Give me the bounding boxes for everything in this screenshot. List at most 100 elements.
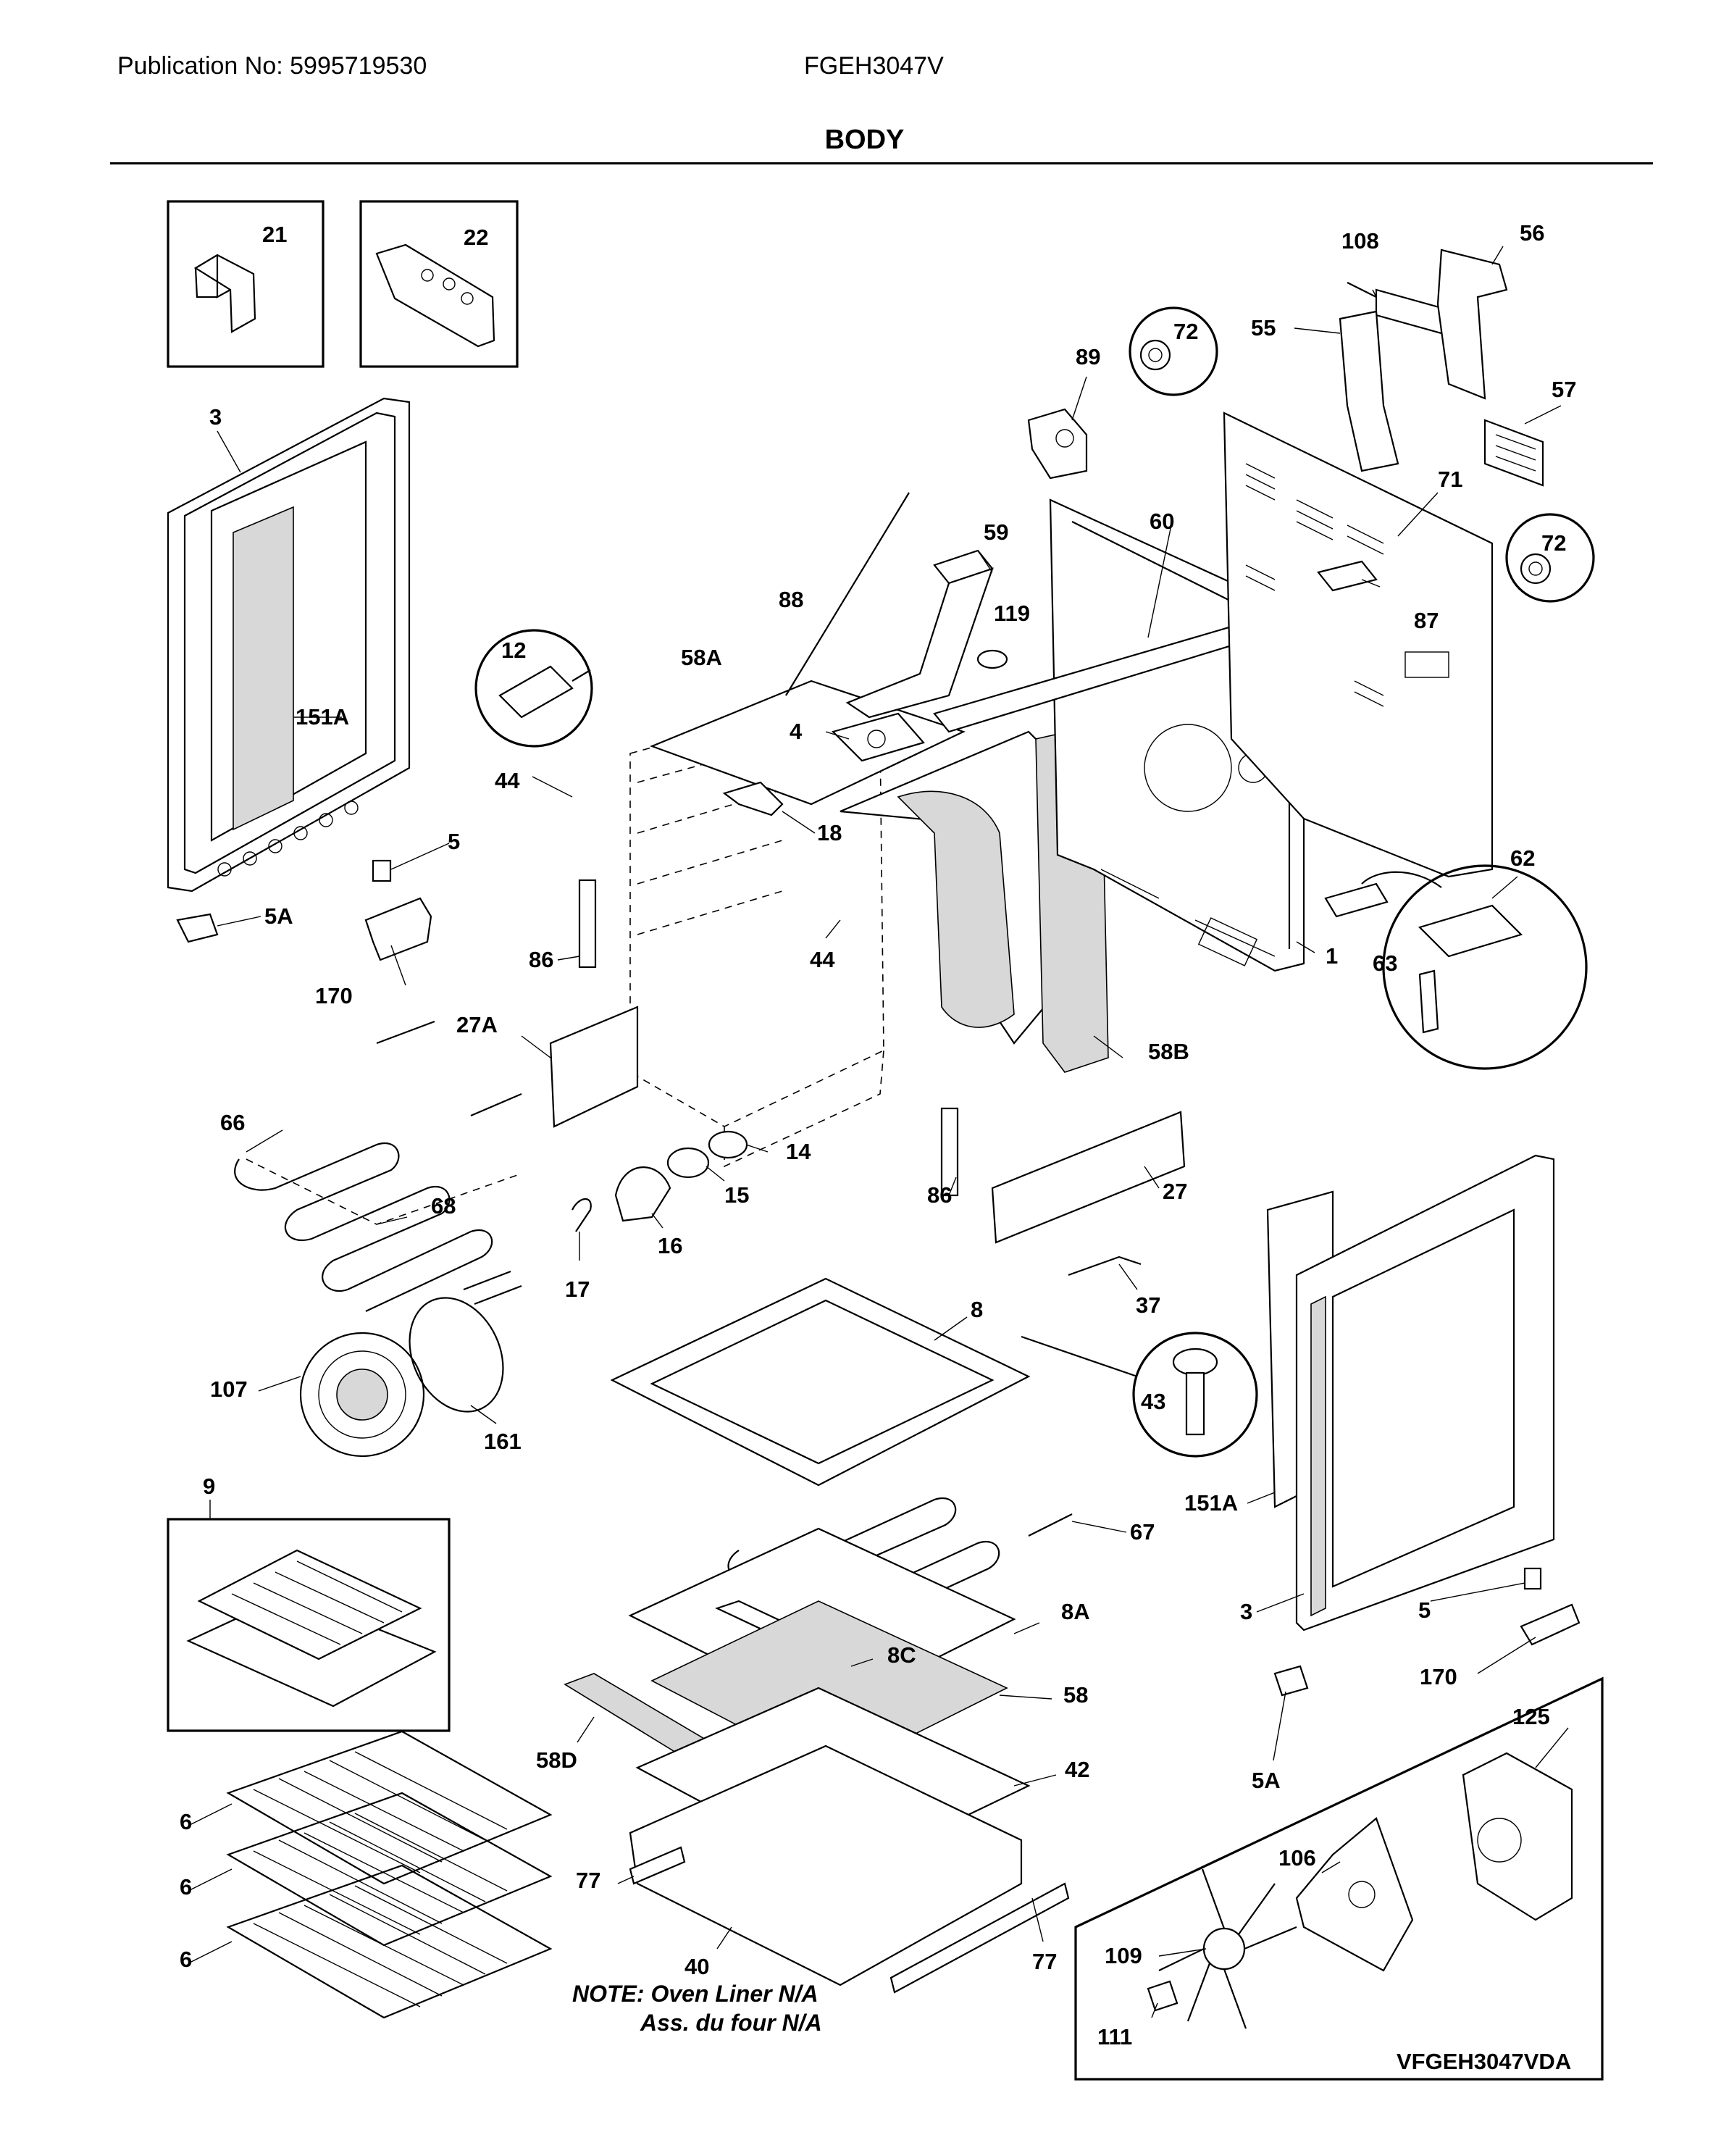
callout-8a: 8A — [1061, 1599, 1090, 1624]
part-89-bracket — [1027, 408, 1088, 480]
callout-15: 15 — [724, 1182, 749, 1208]
part-106-fan-bracket — [1295, 1817, 1414, 1972]
part-170-hinge-bracket-left — [364, 897, 432, 961]
part-21-bracket — [193, 254, 256, 333]
callout-6-middle: 6 — [180, 1874, 192, 1900]
inset-circle-43 — [1132, 1332, 1258, 1458]
inset-box-22 — [359, 200, 519, 368]
model-number: FGEH3047V — [804, 52, 944, 80]
diagram-code: VFGEH3047VDA — [1397, 2049, 1572, 2074]
part-6-oven-rack-1 — [226, 1730, 553, 1885]
callout-170-right: 170 — [1420, 1664, 1457, 1689]
part-87-plate — [1317, 560, 1378, 592]
part-86-bracket-left — [578, 879, 597, 969]
part-27a-rail — [549, 1006, 639, 1128]
part-55-bracket — [1339, 310, 1399, 472]
callout-60: 60 — [1150, 509, 1174, 534]
part-57-cover-plate — [1483, 419, 1544, 487]
part-77-slide-right — [889, 1882, 1070, 1994]
callout-22: 22 — [464, 225, 488, 250]
part-71-back-cover — [1223, 411, 1494, 878]
inset-box-9 — [167, 1518, 451, 1732]
callout-119: 119 — [994, 601, 1030, 626]
leader-lines — [188, 246, 1569, 2018]
callout-87: 87 — [1414, 608, 1439, 633]
part-170-hinge-bracket-right — [1520, 1603, 1581, 1646]
callout-58a: 58A — [681, 645, 722, 670]
callout-8: 8 — [971, 1297, 983, 1322]
callout-88: 88 — [779, 587, 803, 612]
part-5a-hinge-receiver-left — [176, 913, 219, 943]
callout-107: 107 — [210, 1376, 248, 1402]
part-43-screw — [1172, 1348, 1218, 1436]
callout-58d: 58D — [536, 1747, 577, 1773]
callout-4: 4 — [790, 719, 803, 744]
callout-3-right: 3 — [1240, 1599, 1252, 1624]
part-66-broil-element — [234, 1020, 522, 1312]
part-9-broiler-pan — [186, 1549, 437, 1708]
inset-circle-12 — [474, 629, 593, 748]
part-111-fan-nut — [1147, 1980, 1179, 2012]
part-6-oven-rack-3 — [226, 1864, 553, 2019]
part-40-storage-drawer — [629, 1745, 1023, 1986]
callout-62: 62 — [1510, 845, 1535, 871]
part-3-oven-door-left — [167, 397, 411, 893]
callout-1: 1 — [1326, 943, 1338, 969]
part-16-lens — [614, 1166, 671, 1222]
callout-58b: 58B — [1148, 1039, 1189, 1064]
part-5-hinge-left — [372, 859, 392, 882]
callout-6-top: 6 — [180, 1809, 192, 1834]
callout-111: 111 — [1097, 2024, 1132, 2050]
callout-161: 161 — [484, 1429, 522, 1454]
callout-16: 16 — [658, 1233, 682, 1258]
callout-170-left: 170 — [315, 983, 353, 1008]
callout-14: 14 — [786, 1139, 811, 1164]
callout-6-bottom: 6 — [180, 1947, 192, 1972]
callout-89: 89 — [1076, 344, 1100, 369]
callout-3-left: 3 — [209, 404, 222, 430]
callout-9: 9 — [203, 1474, 215, 1499]
part-56-bracket — [1436, 248, 1508, 400]
inset-box-21 — [167, 200, 325, 368]
part-4-vent-cover — [831, 712, 925, 762]
callout-125: 125 — [1512, 1704, 1550, 1729]
part-125-fan-motor — [1462, 1752, 1573, 1921]
part-12-lamp-socket — [498, 665, 591, 719]
callout-5a-left: 5A — [264, 903, 293, 929]
callout-67: 67 — [1130, 1519, 1155, 1545]
callout-86-center: 86 — [927, 1182, 952, 1208]
callout-5a-right: 5A — [1252, 1768, 1281, 1793]
callout-151a-right: 151A — [1184, 1490, 1238, 1516]
callout-55: 55 — [1251, 315, 1276, 340]
callout-77-right: 77 — [1032, 1949, 1057, 1974]
part-22-bracket — [375, 243, 495, 348]
callout-59: 59 — [984, 519, 1008, 545]
callout-57: 57 — [1552, 377, 1576, 402]
part-109-fan-blade — [1158, 1868, 1297, 2029]
part-59-vent-duct — [845, 549, 994, 719]
callout-86-left: 86 — [529, 947, 553, 972]
callout-77-left: 77 — [576, 1868, 600, 1893]
callout-5-left: 5 — [448, 829, 460, 854]
callout-44-left: 44 — [495, 768, 520, 793]
part-86-bracket-center — [940, 1107, 959, 1197]
callout-43: 43 — [1141, 1389, 1165, 1414]
part-62-terminal-block — [1324, 882, 1389, 918]
part-17-clip — [572, 1198, 592, 1232]
header-divider — [110, 162, 1653, 164]
callout-37: 37 — [1136, 1292, 1160, 1318]
part-27-rail — [991, 1111, 1186, 1244]
part-161-convection-element — [409, 1270, 522, 1413]
part-72-nut-top — [1139, 339, 1171, 371]
note-line-1: NOTE: Oven Liner N/A — [572, 1981, 819, 2007]
callout-5-right: 5 — [1418, 1597, 1431, 1623]
part-77-slide-left — [629, 1846, 686, 1885]
callout-72-right: 72 — [1541, 530, 1566, 556]
page-title: BODY — [824, 125, 905, 155]
part-3-oven-door-right — [1295, 1154, 1555, 1631]
part-68-wire — [246, 1158, 522, 1225]
callout-58: 58 — [1063, 1682, 1088, 1708]
callout-66: 66 — [220, 1110, 245, 1135]
inset-frame-convection-fan — [1074, 1676, 1604, 2081]
